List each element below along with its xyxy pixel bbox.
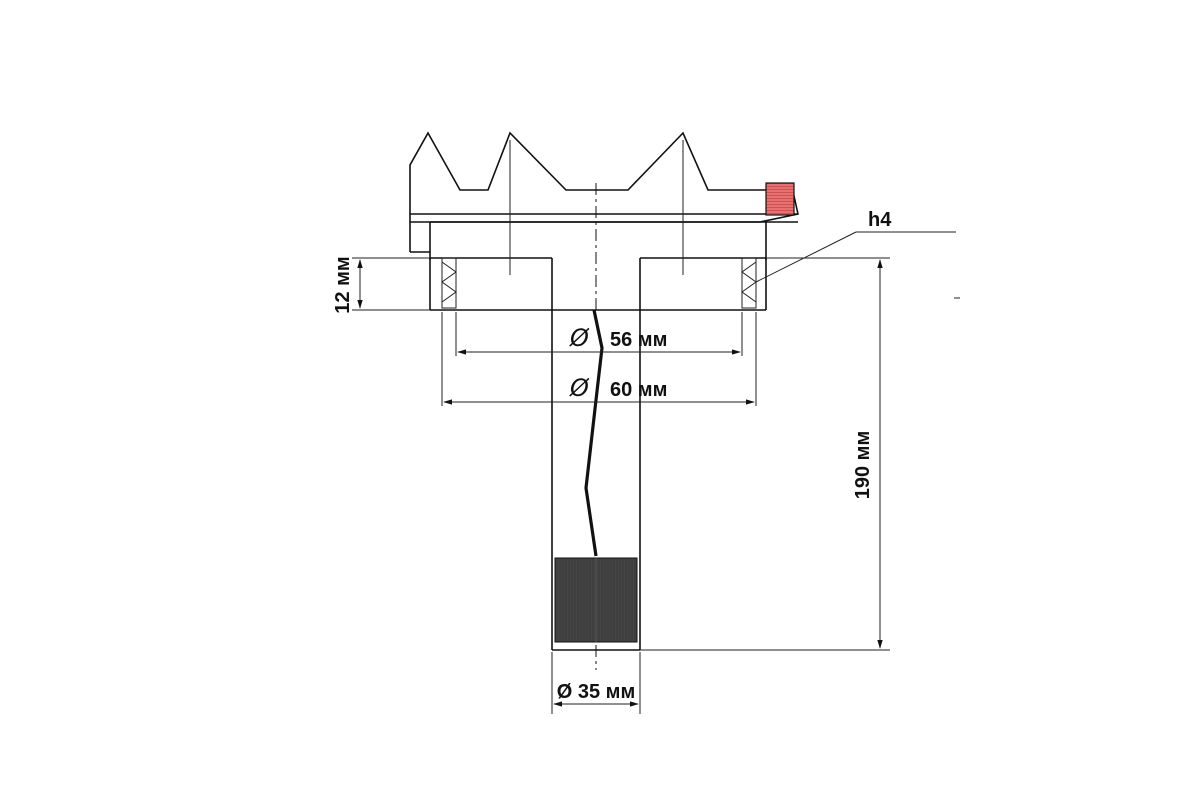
dim-35mm-label: Ø 35 мм bbox=[557, 681, 636, 703]
dim-56mm-label: 56 мм bbox=[610, 329, 667, 351]
dim-56mm-phi: Ø bbox=[569, 324, 590, 352]
dim-56mm: Ø 56 мм bbox=[455, 312, 743, 356]
dim-60mm-phi: Ø bbox=[569, 374, 590, 402]
dim-60mm: Ø 60 мм bbox=[441, 312, 757, 406]
seal-ring-right bbox=[741, 257, 757, 309]
float-indicator bbox=[765, 182, 795, 216]
flange bbox=[429, 257, 767, 311]
seal-ring-left bbox=[441, 257, 457, 309]
dim-190mm-label: 190 мм bbox=[852, 431, 874, 500]
pump-cover bbox=[409, 131, 799, 260]
leader-h4: h4 bbox=[755, 209, 960, 299]
dim-12mm-label: 12 мм bbox=[332, 256, 354, 313]
dim-190mm: 190 мм bbox=[640, 257, 890, 651]
center-lines bbox=[509, 140, 684, 670]
dim-60mm-label: 60 мм bbox=[610, 379, 667, 401]
seal-h4-label: h4 bbox=[868, 209, 892, 231]
dim-35mm: Ø 35 мм bbox=[551, 652, 641, 714]
dim-12mm: 12 мм bbox=[332, 256, 430, 314]
